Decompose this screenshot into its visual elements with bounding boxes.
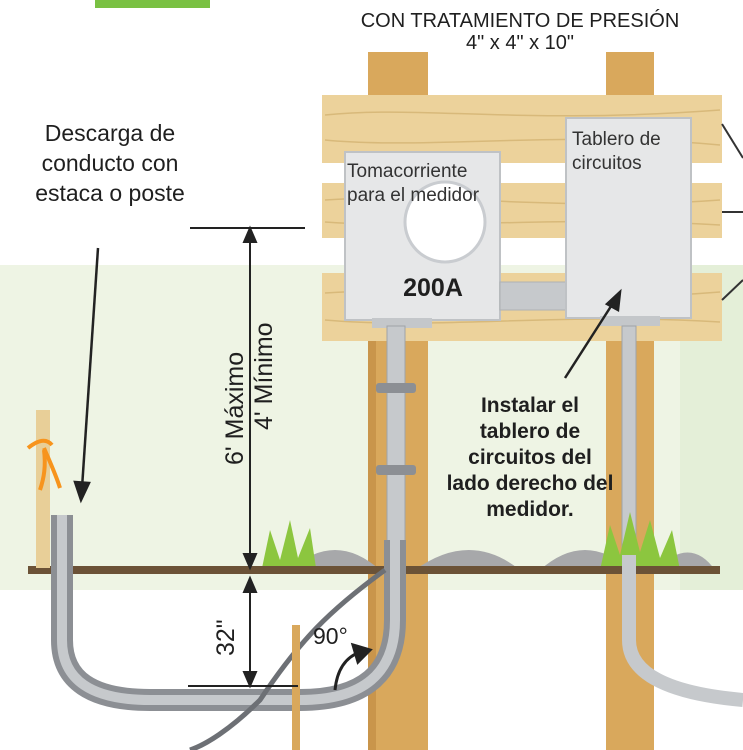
amperage-label: 200A <box>403 274 463 302</box>
instruction-text: Instalar el tablero de circuitos del lad… <box>446 394 614 521</box>
angle-arrow <box>333 642 373 691</box>
meter-panel-connector <box>499 281 569 311</box>
right-callout-lines <box>721 123 743 301</box>
meter-conduit-vertical <box>386 325 406 542</box>
depth-stake <box>292 625 300 750</box>
panel-conduit-underground <box>622 555 743 707</box>
underground-wire <box>189 567 387 750</box>
post-spec-header: CON TRATAMIENTO DE PRESIÓN 4" x 4" x 10" <box>320 10 720 54</box>
height-min-label: 4' Mínimo <box>250 322 278 430</box>
discharge-label: Descarga de conducto con estaca o poste <box>35 120 185 206</box>
panel-bottom-hub <box>600 316 660 326</box>
depth-dimension <box>188 575 298 689</box>
meter-dial <box>403 180 487 264</box>
meter-bottom-hub <box>372 318 432 328</box>
height-max-label: 6' Máximo <box>221 351 249 465</box>
conduit-straps <box>376 383 416 475</box>
grass <box>262 512 680 570</box>
stake-flag <box>26 438 62 491</box>
instruction-pointer <box>563 288 622 379</box>
panel-box <box>565 117 692 319</box>
meter-socket-label: Tomacorriente para el medidor <box>347 161 480 206</box>
title-accent-bar <box>95 0 210 8</box>
angle-label: 90° <box>313 623 348 649</box>
depth-label: 32" <box>212 619 240 656</box>
panel-label: Tablero de circuitos <box>572 129 661 174</box>
height-dimension <box>190 225 305 571</box>
post-left-shade <box>368 340 376 750</box>
treatment-text: CON TRATAMIENTO DE PRESIÓN <box>360 10 680 32</box>
stake <box>36 410 50 568</box>
post-size-text: 4" x 4" x 10" <box>465 32 575 54</box>
ground-line <box>28 566 720 574</box>
discharge-pointer <box>73 247 100 504</box>
